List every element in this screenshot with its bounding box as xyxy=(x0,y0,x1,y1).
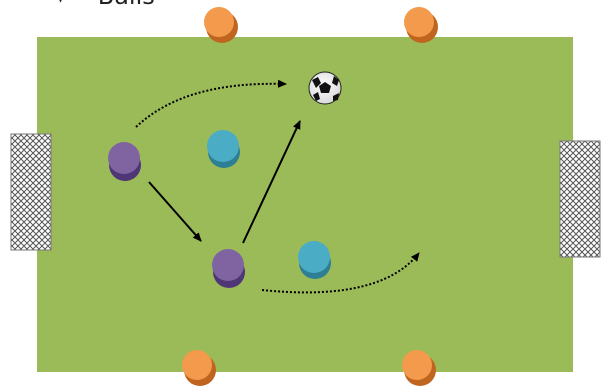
heading-text: Balls xyxy=(98,0,155,10)
cone-top-right xyxy=(404,7,438,43)
run-path-top xyxy=(135,79,287,128)
soccer-ball-icon xyxy=(308,71,342,105)
goal-left-icon xyxy=(10,133,52,251)
pass-arrow-1 xyxy=(148,181,202,242)
purple-player-2 xyxy=(212,249,245,288)
goal-right-icon xyxy=(559,140,601,258)
field xyxy=(37,37,573,372)
blue-player-1 xyxy=(207,130,240,168)
cone-top-left xyxy=(204,7,238,43)
cone-bottom-left xyxy=(182,350,216,386)
blue-player-2 xyxy=(298,241,331,279)
cone-bottom-right xyxy=(402,350,436,386)
pass-arrow-2 xyxy=(242,120,301,244)
run-path-bottom xyxy=(261,252,420,294)
checkmark-bullet-icon: √ xyxy=(55,0,68,5)
slide-heading: √ Balls xyxy=(55,0,155,8)
purple-player-1 xyxy=(108,142,141,181)
